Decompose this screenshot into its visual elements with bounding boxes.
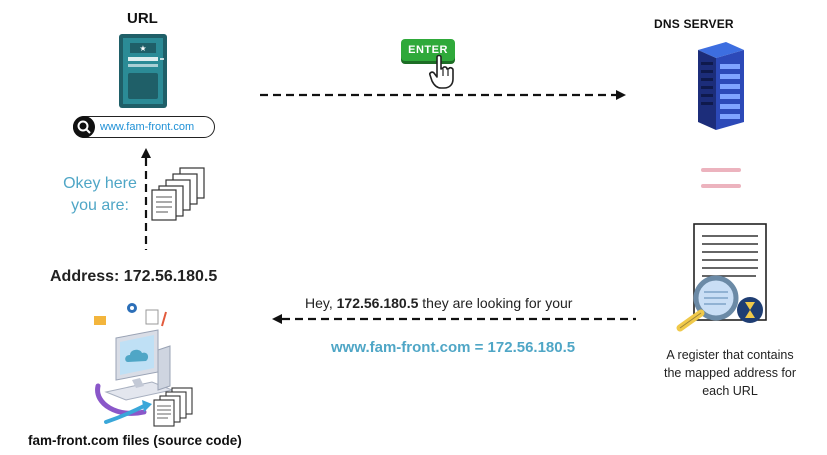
register-caption: A register that contains the mapped addr… (650, 346, 810, 400)
register-document-magnifier-icon (676, 223, 767, 332)
hand-pointer-icon (429, 54, 454, 89)
okey-line: you are: (71, 197, 129, 214)
svg-text:★: ★ (139, 44, 146, 53)
register-caption-line: each URL (702, 384, 758, 398)
okey-line: Okey here (63, 175, 137, 192)
computer-cloud-files-icon (94, 303, 193, 427)
server-rack-icon (698, 42, 744, 130)
hey-suffix: they are looking for your (418, 295, 573, 311)
mobile-phone-icon: ★ (119, 34, 167, 108)
hey-message: Hey, 172.56.180.5 they are looking for y… (305, 295, 572, 311)
return-arrow (141, 148, 151, 250)
okey-here-text: Okey here you are: (55, 173, 145, 217)
hey-ip: 172.56.180.5 (336, 295, 419, 311)
register-caption-line: A register that contains (666, 348, 794, 362)
search-url-text: www.fam-front.com (100, 121, 195, 133)
register-caption-line: the mapped address for (663, 366, 797, 380)
url-search-bar[interactable]: www.fam-front.com (73, 116, 215, 138)
pink-divider (701, 168, 741, 188)
request-arrow (260, 90, 626, 100)
mapping-text: www.fam-front.com = 172.56.180.5 (331, 339, 576, 356)
search-icon (73, 116, 95, 138)
source-files-caption: fam-front.com files (source code) (28, 433, 242, 448)
dns-server-title: DNS SERVER (654, 17, 734, 31)
response-arrow (272, 314, 636, 324)
enter-button[interactable]: ENTER (401, 39, 455, 61)
hey-prefix: Hey, (305, 295, 337, 311)
url-title: URL (127, 10, 158, 27)
documents-stack-icon (151, 167, 205, 221)
address-text: Address: 172.56.180.5 (50, 268, 218, 285)
